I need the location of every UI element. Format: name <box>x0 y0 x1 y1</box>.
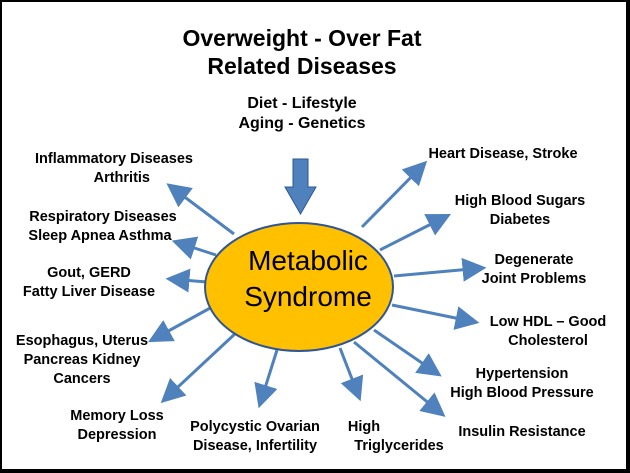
label-cancers-3: Cancers <box>53 371 110 387</box>
arrow-respiratory <box>171 236 217 260</box>
arrow-sugars <box>379 213 452 252</box>
label-memory-2: Depression <box>78 427 157 443</box>
label-inflammatory-2: Arthritis <box>94 170 150 186</box>
label-inflammatory-1: Inflammatory Diseases <box>35 151 193 167</box>
label-polycystic-1: Polycystic Ovarian <box>190 419 320 435</box>
label-respiratory-2: Sleep Apnea Asthma <box>28 228 172 244</box>
label-sugars-2: Diabetes <box>490 212 550 228</box>
label-joint-1: Degenerate <box>495 252 574 268</box>
arrow-inflammatory <box>166 183 235 236</box>
label-gout-1: Gout, GERD <box>47 265 131 281</box>
label-memory-1: Memory Loss <box>70 408 163 424</box>
causes-line-2: Aging - Genetics <box>238 115 365 132</box>
label-hdl-2: Cholesterol <box>508 333 588 349</box>
arrow-hypertension <box>373 328 442 377</box>
title-line-1: Overweight - Over Fat <box>182 25 421 51</box>
label-triglycerides-2: Triglycerides <box>354 438 443 454</box>
label-hdl-1: Low HDL – Good <box>490 314 607 330</box>
label-hypertension-1: Hypertension <box>476 366 569 382</box>
label-respiratory-1: Respiratory Diseases <box>29 209 177 225</box>
label-sugars-1: High Blood Sugars <box>455 193 586 209</box>
arrow-memory <box>160 330 239 404</box>
causes-line-1: Diet - Lifestyle <box>247 95 356 112</box>
label-heart: Heart Disease, Stroke <box>428 146 577 162</box>
title-line-2: Related Diseases <box>207 53 396 79</box>
arrow-joint <box>393 257 487 282</box>
label-cancers-2: Pancreas Kidney <box>24 352 141 368</box>
arrow-hdl <box>391 303 480 330</box>
slide: Overweight - Over Fat Related Diseases D… <box>2 2 626 469</box>
arrow-insulin <box>353 340 446 417</box>
label-insulin: Insulin Resistance <box>458 424 585 440</box>
arrow-polycystic <box>254 349 279 409</box>
label-triglycerides-1: High <box>348 419 380 435</box>
down-arrow <box>284 158 317 216</box>
label-gout-2: Fatty Liver Disease <box>23 284 155 300</box>
label-hypertension-2: High Blood Pressure <box>450 385 593 401</box>
center-line-2: Syndrome <box>244 281 372 312</box>
metabolic-syndrome-diagram: Overweight - Over Fat Related Diseases D… <box>16 25 607 454</box>
arrow-triglycerides <box>338 347 364 402</box>
label-joint-2: Joint Problems <box>482 271 587 287</box>
center-line-1: Metabolic <box>248 245 368 276</box>
arrow-heart <box>360 160 428 229</box>
metabolic-syndrome-ellipse <box>204 222 394 352</box>
label-cancers-1: Esophagus, Uterus <box>16 333 148 349</box>
arrow-gout <box>165 268 208 293</box>
arrow-cancers <box>148 305 213 343</box>
label-polycystic-2: Disease, Infertility <box>193 438 317 454</box>
